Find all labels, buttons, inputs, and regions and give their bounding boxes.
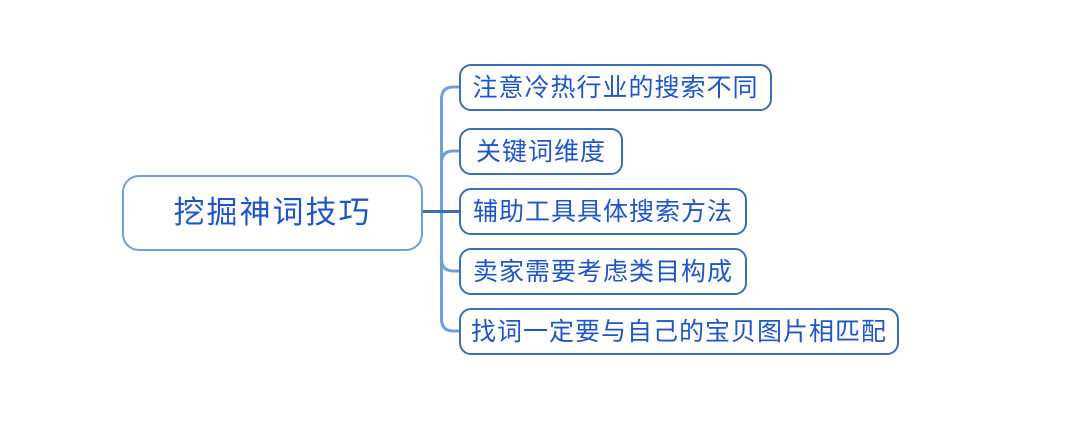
connector-branch-1: [440, 85, 459, 100]
connector-branch-5: [440, 318, 459, 333]
connector-branch-4: [440, 258, 459, 273]
mindmap-child-label-4: 卖家需要考虑类目构成: [472, 257, 733, 286]
connector-branch-2: [440, 149, 459, 164]
mindmap-child-node-5[interactable]: 找词一定要与自己的宝贝图片相匹配: [459, 308, 899, 355]
mindmap-child-node-1[interactable]: 注意冷热行业的搜索不同: [459, 64, 772, 111]
mindmap-child-node-2[interactable]: 关键词维度: [459, 128, 623, 175]
mindmap-child-label-3: 辅助工具具体搜索方法: [472, 197, 733, 226]
mindmap-root-label: 挖掘神词技巧: [173, 194, 372, 231]
mindmap-child-node-4[interactable]: 卖家需要考虑类目构成: [459, 248, 747, 295]
mindmap-child-label-5: 找词一定要与自己的宝贝图片相匹配: [470, 317, 887, 346]
mindmap-child-label-1: 注意冷热行业的搜索不同: [472, 73, 759, 102]
mindmap-child-node-3[interactable]: 辅助工具具体搜索方法: [459, 188, 747, 235]
mindmap-child-label-2: 关键词维度: [475, 137, 606, 166]
mindmap-root-node[interactable]: 挖掘神词技巧: [122, 175, 423, 251]
